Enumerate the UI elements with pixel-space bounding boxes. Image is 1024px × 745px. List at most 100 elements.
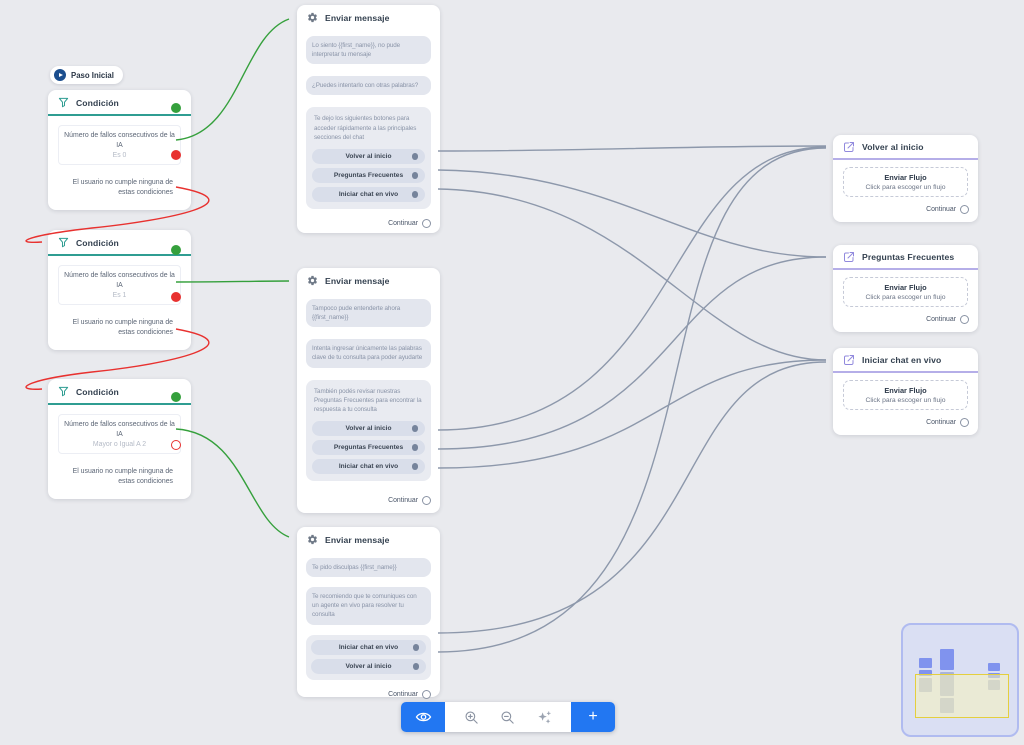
message-bubble[interactable]: Te pido disculpas {{first_name}} [306, 558, 431, 578]
condition-rule[interactable]: Número de fallos consecutivos de la IA M… [58, 414, 181, 455]
edge-msg1-preguntas [437, 169, 827, 258]
condition-title: Condición [76, 386, 119, 397]
continue-label: Continuar [388, 219, 418, 227]
buttons-group[interactable]: Te dejo los siguientes botones para acce… [306, 107, 431, 209]
edge-msg2-preguntas [437, 256, 827, 450]
button-port[interactable] [411, 425, 418, 432]
condition-rule-value: Es 1 [112, 292, 127, 300]
message-header: Enviar mensaje [297, 268, 440, 292]
continue-label: Continuar [388, 497, 418, 504]
chat-button-label: Iniciar chat en vivo [338, 190, 399, 198]
message-bubble[interactable]: Intenta ingresar únicamente las palabras… [306, 339, 431, 368]
condition-else-text: El usuario no cumple ninguna de estas co… [72, 468, 173, 486]
chat-button-chat-vivo[interactable]: Iniciar chat en vivo [312, 186, 425, 202]
edge-cond1-success [175, 18, 290, 141]
chat-button-volver[interactable]: Volver al inicio [311, 658, 426, 674]
chat-button-chat-vivo[interactable]: Iniciar chat en vivo [312, 458, 425, 474]
choose-flow-button[interactable]: Enviar Flujo Click para escoger un flujo [843, 167, 968, 197]
continue-port[interactable] [422, 689, 431, 699]
choose-flow-hint: Click para escoger un flujo [865, 294, 946, 301]
send-message-node-3[interactable]: Enviar mensaje Te pido disculpas {{first… [297, 527, 440, 699]
condition-header: Condición [48, 90, 191, 116]
edge-msg1-chat [437, 188, 827, 361]
message-bubble[interactable]: ¿Puedes intentarlo con otras palabras? [306, 76, 431, 96]
choose-flow-label: Enviar Flujo [884, 173, 927, 182]
continue-label: Continuar [926, 316, 956, 323]
message-title: Enviar mensaje [325, 534, 390, 545]
button-port[interactable] [411, 153, 418, 160]
minimap-node [919, 658, 932, 668]
else-port[interactable] [171, 292, 181, 302]
button-port[interactable] [412, 663, 419, 670]
external-link-icon [844, 355, 854, 365]
chat-button-chat-vivo[interactable]: Iniciar chat en vivo [311, 639, 426, 655]
else-port[interactable] [171, 150, 181, 160]
chat-button-preguntas[interactable]: Preguntas Frecuentes [312, 439, 425, 455]
start-step-label: Paso Inicial [71, 70, 114, 80]
message-title: Enviar mensaje [325, 12, 390, 23]
minimap-node [988, 663, 1000, 671]
success-port[interactable] [171, 245, 181, 255]
condition-title: Condición [76, 237, 119, 248]
add-node-button[interactable]: + [571, 702, 615, 732]
send-message-node-2[interactable]: Enviar mensaje Tampoco pude entenderte a… [297, 268, 440, 513]
success-port[interactable] [171, 103, 181, 113]
continue-port[interactable] [960, 205, 969, 214]
message-bubble[interactable]: Tampoco pude entenderte ahora {{first_na… [306, 299, 431, 328]
message-bubble[interactable]: Te recomiendo que te comuniques con un a… [306, 587, 431, 625]
minimap-node [919, 670, 932, 676]
flow-title: Preguntas Frecuentes [862, 252, 955, 262]
chat-button-volver[interactable]: Volver al inicio [312, 148, 425, 164]
preview-button[interactable] [401, 702, 445, 732]
button-port[interactable] [411, 172, 418, 179]
else-port[interactable] [171, 440, 181, 450]
chat-button-volver[interactable]: Volver al inicio [312, 420, 425, 436]
continue-port[interactable] [422, 496, 431, 505]
buttons-group[interactable]: Iniciar chat en vivo Volver al inicio [306, 634, 431, 680]
sparkles-icon [538, 710, 551, 724]
button-port[interactable] [411, 463, 418, 470]
condition-rule-value: Mayor o Igual A 2 [92, 441, 147, 449]
play-icon [54, 69, 66, 81]
condition-node-1[interactable]: Condición Número de fallos consecutivos … [48, 90, 191, 210]
minimap-viewport[interactable] [915, 674, 1009, 718]
button-port[interactable] [411, 444, 418, 451]
message-header: Enviar mensaje [297, 527, 440, 551]
condition-rule[interactable]: Número de fallos consecutivos de la IA E… [58, 125, 181, 166]
chat-button-label: Volver al inicio [345, 424, 392, 432]
condition-rule-text: Número de fallos consecutivos de la IA [64, 421, 175, 438]
flow-header: Volver al inicio [833, 135, 978, 160]
button-port[interactable] [411, 191, 418, 198]
continue-port[interactable] [960, 418, 969, 427]
minimap-node [940, 649, 954, 670]
condition-node-3[interactable]: Condición Número de fallos consecutivos … [48, 379, 191, 499]
chat-button-label: Iniciar chat en vivo [338, 462, 399, 470]
flow-node-preguntas-frecuentes[interactable]: Preguntas Frecuentes Enviar Flujo Click … [833, 245, 978, 332]
edge-msg2-chat [437, 359, 827, 469]
condition-node-2[interactable]: Condición Número de fallos consecutivos … [48, 230, 191, 350]
message-title: Enviar mensaje [325, 275, 390, 286]
start-step-node[interactable]: Paso Inicial [50, 66, 123, 84]
button-port[interactable] [412, 644, 419, 651]
zoom-out-button[interactable] [500, 710, 515, 725]
choose-flow-button[interactable]: Enviar Flujo Click para escoger un flujo [843, 380, 968, 410]
flow-header: Preguntas Frecuentes [833, 245, 978, 270]
chat-button-label: Volver al inicio [345, 662, 392, 670]
buttons-group[interactable]: También podés revisar nuestras Preguntas… [306, 379, 431, 481]
continue-label: Continuar [388, 690, 418, 698]
chat-button-preguntas[interactable]: Preguntas Frecuentes [312, 167, 425, 183]
choose-flow-button[interactable]: Enviar Flujo Click para escoger un flujo [843, 277, 968, 307]
condition-rule[interactable]: Número de fallos consecutivos de la IA E… [58, 265, 181, 306]
external-link-icon [844, 252, 854, 262]
message-bubble[interactable]: Lo siento {{first_name}}, no pude interp… [306, 36, 431, 65]
edge-msg3-volver [437, 147, 827, 653]
success-port[interactable] [171, 392, 181, 402]
continue-port[interactable] [960, 315, 969, 324]
send-message-node-1[interactable]: Enviar mensaje Lo siento {{first_name}},… [297, 5, 440, 233]
continue-port[interactable] [422, 218, 431, 228]
zoom-in-button[interactable] [464, 710, 479, 725]
minimap[interactable] [901, 623, 1019, 737]
flow-node-iniciar-chat[interactable]: Iniciar chat en vivo Enviar Flujo Click … [833, 348, 978, 435]
ai-assist-button[interactable] [537, 710, 552, 725]
flow-node-volver-al-inicio[interactable]: Volver al inicio Enviar Flujo Click para… [833, 135, 978, 222]
